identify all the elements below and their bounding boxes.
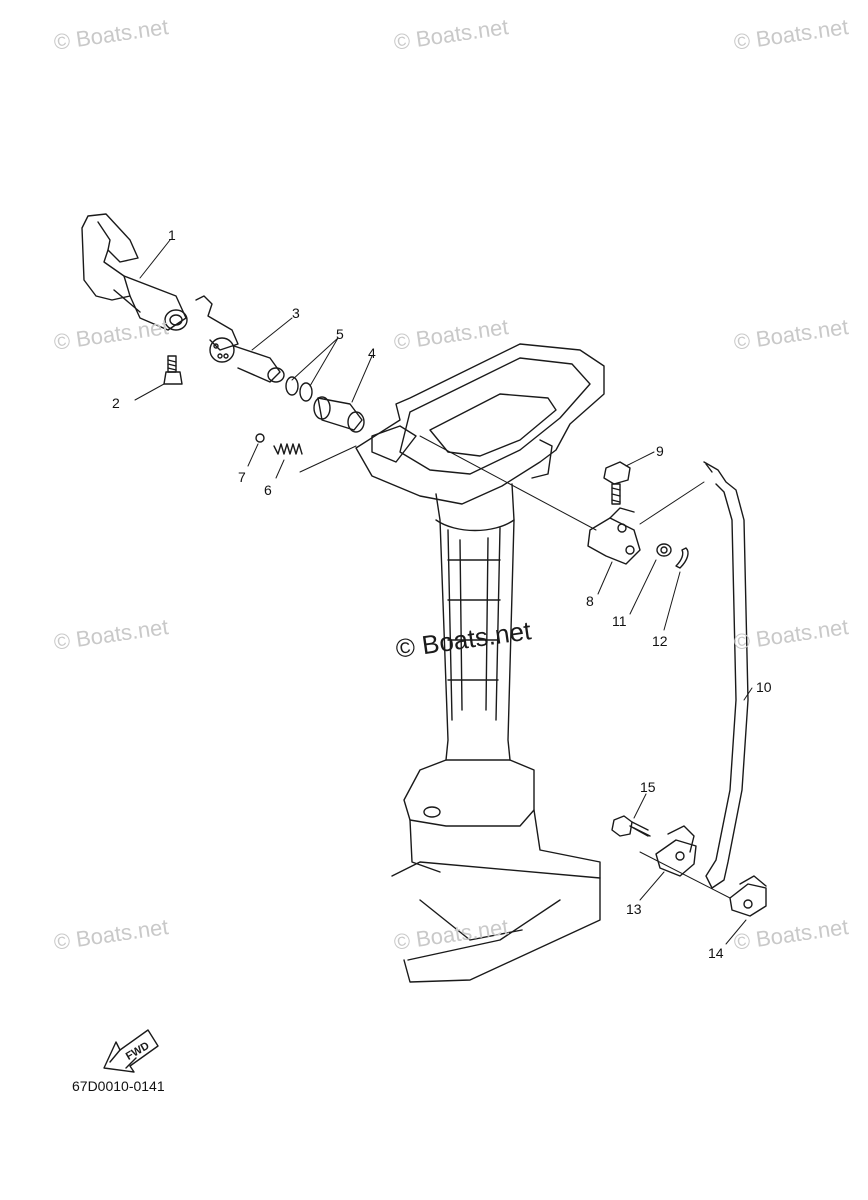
callout-3: 3: [292, 305, 300, 321]
diagram-code: 67D0010-0141: [72, 1078, 165, 1094]
callout-6: 6: [264, 482, 272, 498]
shift-shaft-part: [195, 295, 285, 383]
callout-15: 15: [640, 779, 656, 795]
callout-5: 5: [336, 326, 344, 342]
callout-2: 2: [112, 395, 120, 411]
callout-10: 10: [756, 679, 772, 695]
callout-7: 7: [238, 469, 246, 485]
callout-4: 4: [368, 345, 376, 361]
bolt-part-15: [611, 815, 651, 837]
o-ring-parts: [285, 376, 313, 402]
lower-casing: [355, 343, 605, 983]
clamp-part-13: [655, 825, 697, 877]
shift-rod-part: [703, 461, 749, 889]
callout-14: 14: [708, 945, 724, 961]
callout-8: 8: [586, 593, 594, 609]
screw-part-2: [163, 355, 183, 385]
leader-lines: [134, 239, 753, 945]
bolt-part-9: [603, 461, 631, 505]
ball-part: [255, 433, 265, 443]
spring-part: [273, 443, 303, 455]
callout-1: 1: [168, 227, 176, 243]
callout-9: 9: [656, 443, 664, 459]
washer-part: [656, 543, 672, 557]
shift-handle-part: [81, 213, 188, 331]
callout-12: 12: [652, 633, 668, 649]
clamp-part-14: [729, 875, 767, 917]
cotter-pin-part: [675, 547, 689, 569]
fwd-arrow-icon: [103, 1029, 159, 1073]
callout-13: 13: [626, 901, 642, 917]
collar-part: [313, 396, 365, 433]
bracket-part: [587, 507, 641, 565]
callout-11: 11: [612, 613, 627, 629]
